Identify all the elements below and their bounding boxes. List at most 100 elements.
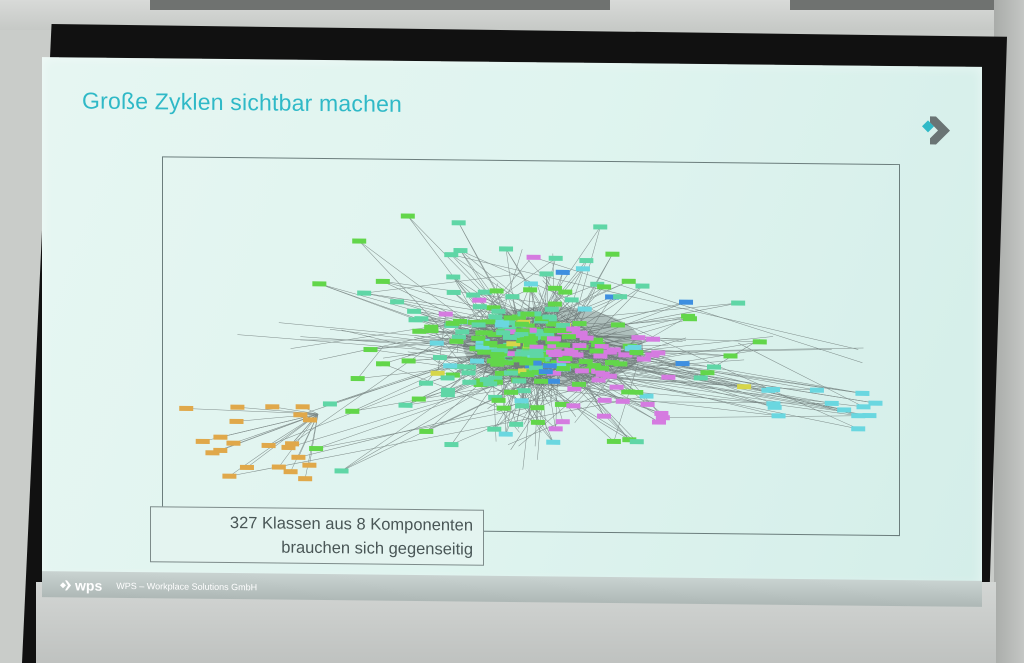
class-node [579,335,594,341]
class-node [491,308,506,314]
class-node [610,322,625,328]
class-node [621,278,636,284]
class-node [363,346,378,353]
class-node [441,387,456,393]
class-node [390,299,405,305]
class-node [574,368,589,374]
class-node [566,326,581,332]
class-node [229,418,244,424]
class-node [440,375,455,381]
class-node [471,335,486,341]
class-node [613,294,628,300]
class-node [546,439,561,445]
class-node [239,464,254,471]
class-node [503,370,518,376]
class-node [195,438,210,444]
wps-diamond-icon [60,580,71,591]
class-node [556,342,571,348]
ceiling-vent [790,0,1024,10]
class-node [424,324,439,330]
class-node [661,374,676,380]
class-node [737,384,752,390]
class-node [419,428,434,434]
class-node [440,392,455,398]
class-node [572,381,587,387]
class-node [483,381,498,387]
footer-company: WPS – Workplace Solutions GmbH [116,580,258,593]
class-node [516,388,531,394]
class-node [651,419,666,425]
class-node [593,224,608,230]
class-node [398,402,413,408]
wps-diamond-arrow-icon [922,116,950,145]
class-node [477,289,492,295]
class-node [493,359,508,365]
class-node [494,322,509,328]
class-node [561,334,576,340]
footer: wps WPS – Workplace Solutions GmbH [60,577,257,595]
class-node [322,401,337,407]
class-node [491,397,506,403]
class-node [575,266,590,272]
class-node [606,347,621,353]
class-node [542,363,557,369]
class-node [281,444,296,451]
class-node [302,462,317,468]
class-node [706,364,721,370]
class-node [578,358,593,365]
class-node [509,421,524,427]
class-node [345,408,360,414]
class-node [488,314,503,320]
class-node [555,365,570,372]
class-node [352,238,367,244]
class-node [449,338,464,344]
class-node [302,417,317,423]
class-node [487,426,502,432]
class-node [512,378,527,384]
class-node [851,413,866,419]
class-node [412,328,427,334]
class-node [645,352,660,358]
class-node [837,407,852,413]
class-node [597,397,612,403]
class-node [462,379,477,385]
class-node [809,387,824,393]
class-node [298,476,313,482]
class-node [545,378,560,384]
class-node [222,473,237,479]
class-node [640,401,655,407]
class-node [526,254,541,260]
class-node [555,419,570,425]
class-node [455,329,470,335]
class-node [429,340,444,346]
class-node [496,330,511,336]
class-node [605,251,620,257]
class-node [538,369,553,375]
footer-logo-text: wps [75,577,103,594]
class-node [446,274,461,280]
ceiling-vent [150,0,610,10]
class-node [438,311,453,317]
class-node [567,386,582,392]
class-node [523,287,538,293]
class-node [466,292,481,298]
class-node [401,358,416,364]
class-node [261,442,276,449]
class-node [411,396,426,402]
class-node [443,363,458,369]
class-node [609,384,624,390]
class-node [502,334,517,341]
class-node [520,311,535,317]
footer-logo: wps [60,577,103,594]
class-node [579,258,594,264]
class-node [595,365,610,371]
class-node [613,361,628,367]
class-node [548,426,563,432]
class-node [631,335,646,341]
class-node [558,356,573,362]
class-node [577,306,592,312]
class-node [524,336,539,342]
class-node [293,412,308,418]
class-node [283,469,298,475]
class-node [414,316,429,322]
